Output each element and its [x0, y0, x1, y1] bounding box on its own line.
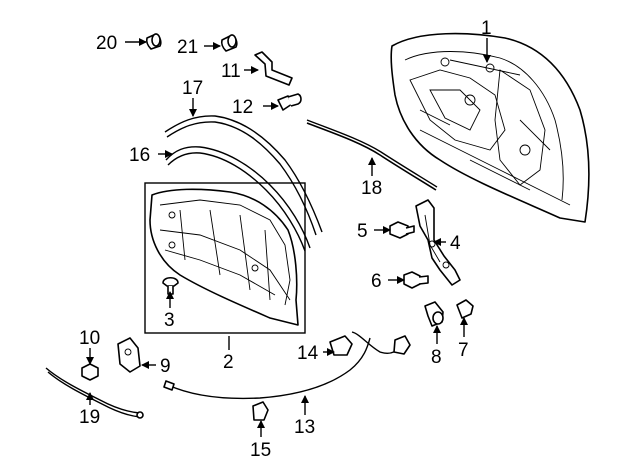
clip-part-3: [162, 276, 179, 295]
callout-17: 17: [182, 78, 203, 99]
bumper-part-20: [145, 33, 162, 50]
callout-13: 13: [294, 417, 315, 438]
leader-lines: [86, 38, 491, 437]
bumper-part-21: [220, 34, 238, 52]
callout-4: 4: [450, 233, 461, 254]
callout-18: 18: [361, 178, 382, 199]
bracket-part: [117, 337, 141, 373]
callout-1: 1: [481, 18, 492, 39]
prop-rod-part: [45, 367, 144, 419]
callout-21: 21: [177, 37, 198, 58]
callout-14: 14: [297, 343, 319, 364]
release-cable-part: [163, 331, 411, 400]
callout-7: 7: [458, 340, 469, 361]
callout-numbers: 1 2 3 4 5 6 7 8 9 10 11 12 13 14 15 16 1…: [79, 18, 492, 461]
hood-part: [390, 32, 590, 223]
bumper-part-8: [424, 301, 444, 327]
weatherstrip-outer-part: [164, 115, 323, 236]
bolt-part-12: [277, 93, 302, 111]
callout-2: 2: [223, 352, 234, 373]
callout-16: 16: [129, 145, 150, 166]
hinge-part: [415, 199, 461, 286]
hose-part: [254, 51, 293, 86]
callout-11: 11: [221, 61, 241, 82]
clip-part-15: [252, 401, 269, 421]
callout-10: 10: [79, 328, 100, 349]
callout-8: 8: [431, 347, 442, 368]
seal-strip-part: [306, 119, 438, 191]
callout-9: 9: [160, 356, 171, 377]
callout-5: 5: [357, 221, 368, 242]
callout-12: 12: [232, 97, 253, 118]
bolt-part-5: [389, 221, 415, 239]
clip-part-7: [456, 299, 474, 319]
callout-3: 3: [164, 310, 175, 331]
bolt-part-10: [81, 363, 99, 381]
callout-20: 20: [96, 33, 117, 54]
callout-19: 19: [79, 407, 100, 428]
insulator-group-box: [144, 182, 306, 334]
weatherstrip-inner-part: [165, 146, 311, 252]
callout-15: 15: [250, 440, 271, 461]
callout-6: 6: [371, 271, 382, 292]
bolt-part-6: [403, 271, 429, 289]
